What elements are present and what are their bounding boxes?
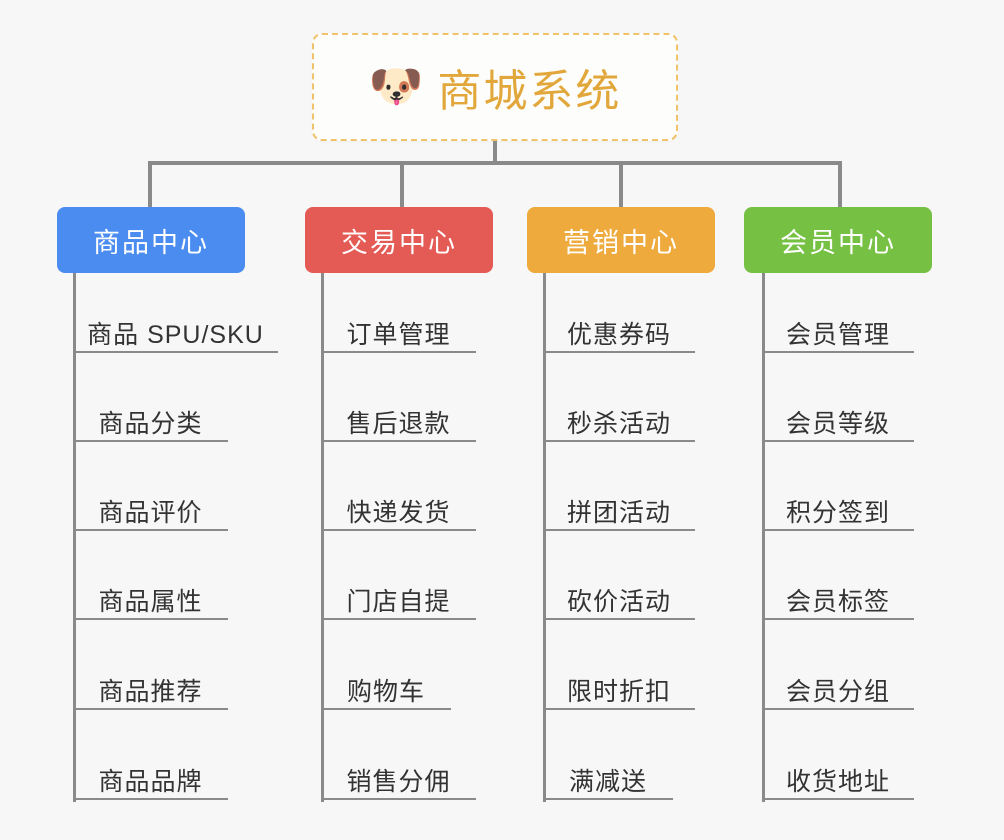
branch-drop-line-1 bbox=[148, 161, 152, 209]
branch-drop-line-3 bbox=[619, 161, 623, 209]
leaf-label: 快递发货 bbox=[346, 498, 451, 527]
root-node[interactable]: 🐶 商城系统 bbox=[312, 33, 678, 141]
leaf-item[interactable]: 优惠券码 bbox=[543, 273, 695, 353]
leaf-item[interactable]: 订单管理 bbox=[321, 273, 476, 353]
leaf-label: 会员等级 bbox=[785, 409, 890, 438]
leaf-item[interactable]: 快递发货 bbox=[321, 451, 476, 531]
leaf-item[interactable]: 会员等级 bbox=[762, 362, 914, 442]
leaf-item[interactable]: 拼团活动 bbox=[543, 451, 695, 531]
root-title: 商城系统 bbox=[437, 67, 622, 116]
branch-label: 营销中心 bbox=[563, 227, 679, 258]
branch-header-trade-center[interactable]: 交易中心 bbox=[305, 207, 493, 273]
leaf-item[interactable]: 会员标签 bbox=[762, 540, 914, 620]
leaf-label: 订单管理 bbox=[346, 320, 451, 349]
leaf-item[interactable]: 商品 SPU/SKU bbox=[73, 273, 278, 353]
leaf-item[interactable]: 商品属性 bbox=[73, 540, 228, 620]
leaf-item[interactable]: 商品分类 bbox=[73, 362, 228, 442]
leaf-label: 商品推荐 bbox=[98, 677, 203, 706]
leaf-item[interactable]: 售后退款 bbox=[321, 362, 476, 442]
leaf-label: 会员分组 bbox=[785, 677, 890, 706]
leaf-item[interactable]: 门店自提 bbox=[321, 540, 476, 620]
leaf-label: 砍价活动 bbox=[566, 587, 671, 616]
leaf-item[interactable]: 限时折扣 bbox=[543, 630, 695, 710]
branch-bus-line bbox=[148, 161, 842, 165]
branch-header-marketing-center[interactable]: 营销中心 bbox=[527, 207, 715, 273]
root-trunk-line bbox=[493, 141, 497, 165]
leaf-item[interactable]: 商品评价 bbox=[73, 451, 228, 531]
leaf-label: 拼团活动 bbox=[566, 498, 671, 527]
leaf-item[interactable]: 会员管理 bbox=[762, 273, 914, 353]
leaf-item[interactable]: 商品推荐 bbox=[73, 630, 228, 710]
leaf-item[interactable]: 会员分组 bbox=[762, 630, 914, 710]
branch-label: 商品中心 bbox=[93, 227, 209, 258]
shiba-dog-icon: 🐶 bbox=[368, 62, 424, 111]
leaf-item[interactable]: 购物车 bbox=[321, 630, 451, 710]
leaf-item[interactable]: 商品品牌 bbox=[73, 720, 228, 800]
leaf-label: 商品品牌 bbox=[98, 767, 203, 796]
leaf-spine bbox=[321, 273, 324, 802]
leaf-label: 秒杀活动 bbox=[566, 409, 671, 438]
leaf-item[interactable]: 销售分佣 bbox=[321, 720, 476, 800]
leaf-spine bbox=[762, 273, 765, 802]
leaf-spine bbox=[73, 273, 76, 802]
leaf-label: 优惠券码 bbox=[566, 320, 671, 349]
leaf-label: 商品分类 bbox=[98, 409, 203, 438]
leaf-item[interactable]: 满减送 bbox=[543, 720, 673, 800]
branch-header-product-center[interactable]: 商品中心 bbox=[57, 207, 245, 273]
leaf-label: 收货地址 bbox=[785, 767, 890, 796]
leaf-label: 限时折扣 bbox=[566, 677, 671, 706]
leaf-label: 售后退款 bbox=[346, 409, 451, 438]
branch-label: 会员中心 bbox=[780, 227, 896, 258]
leaf-label: 满减送 bbox=[568, 767, 647, 796]
branch-label: 交易中心 bbox=[341, 227, 457, 258]
leaf-label: 购物车 bbox=[346, 677, 425, 706]
leaf-label: 商品 SPU/SKU bbox=[87, 320, 264, 349]
leaf-label: 商品评价 bbox=[98, 498, 203, 527]
leaf-spine bbox=[543, 273, 546, 802]
leaf-item[interactable]: 砍价活动 bbox=[543, 540, 695, 620]
leaf-label: 积分签到 bbox=[785, 498, 890, 527]
leaf-label: 门店自提 bbox=[346, 587, 451, 616]
branch-header-member-center[interactable]: 会员中心 bbox=[744, 207, 932, 273]
leaf-label: 商品属性 bbox=[98, 587, 203, 616]
leaf-label: 销售分佣 bbox=[346, 767, 451, 796]
leaf-item[interactable]: 秒杀活动 bbox=[543, 362, 695, 442]
branch-drop-line-2 bbox=[400, 161, 404, 209]
leaf-label: 会员管理 bbox=[785, 320, 890, 349]
leaf-item[interactable]: 收货地址 bbox=[762, 720, 914, 800]
leaf-label: 会员标签 bbox=[785, 587, 890, 616]
branch-drop-line-4 bbox=[838, 161, 842, 209]
leaf-item[interactable]: 积分签到 bbox=[762, 451, 914, 531]
